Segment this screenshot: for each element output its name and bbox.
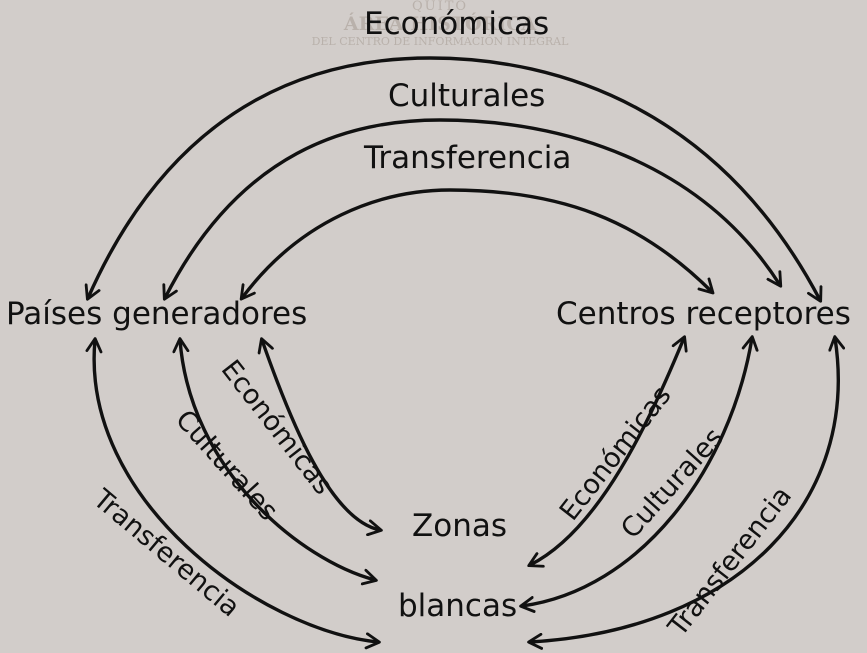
node-centros-receptores: Centros receptores	[556, 296, 851, 332]
node-zonas-blancas-line2: blancas	[398, 588, 518, 624]
node-paises-generadores: Países generadores	[6, 296, 308, 332]
arrow-economicas-top	[84, 56, 823, 303]
watermark-stamp: QUITO ÁREA HISTÓRICA DEL CENTRO DE INFOR…	[300, 0, 580, 47]
watermark-line-2: ÁREA HISTÓRICA	[343, 13, 537, 35]
watermark-line-3: DEL CENTRO DE INFORMACIÓN INTEGRAL	[311, 35, 569, 48]
arrow-transferencia-top	[239, 188, 715, 301]
arrow-transferencia-left	[85, 337, 381, 650]
arrow-transferencia-right	[527, 335, 846, 650]
watermark-line-1: QUITO	[411, 0, 469, 14]
node-zonas-blancas-line1: Zonas	[412, 508, 507, 544]
label-culturales-top: Culturales	[388, 78, 546, 114]
label-transferencia-top: Transferencia	[364, 140, 572, 176]
arrow-culturales-top	[162, 118, 783, 301]
label-economicas-top: Económicas	[364, 6, 550, 42]
